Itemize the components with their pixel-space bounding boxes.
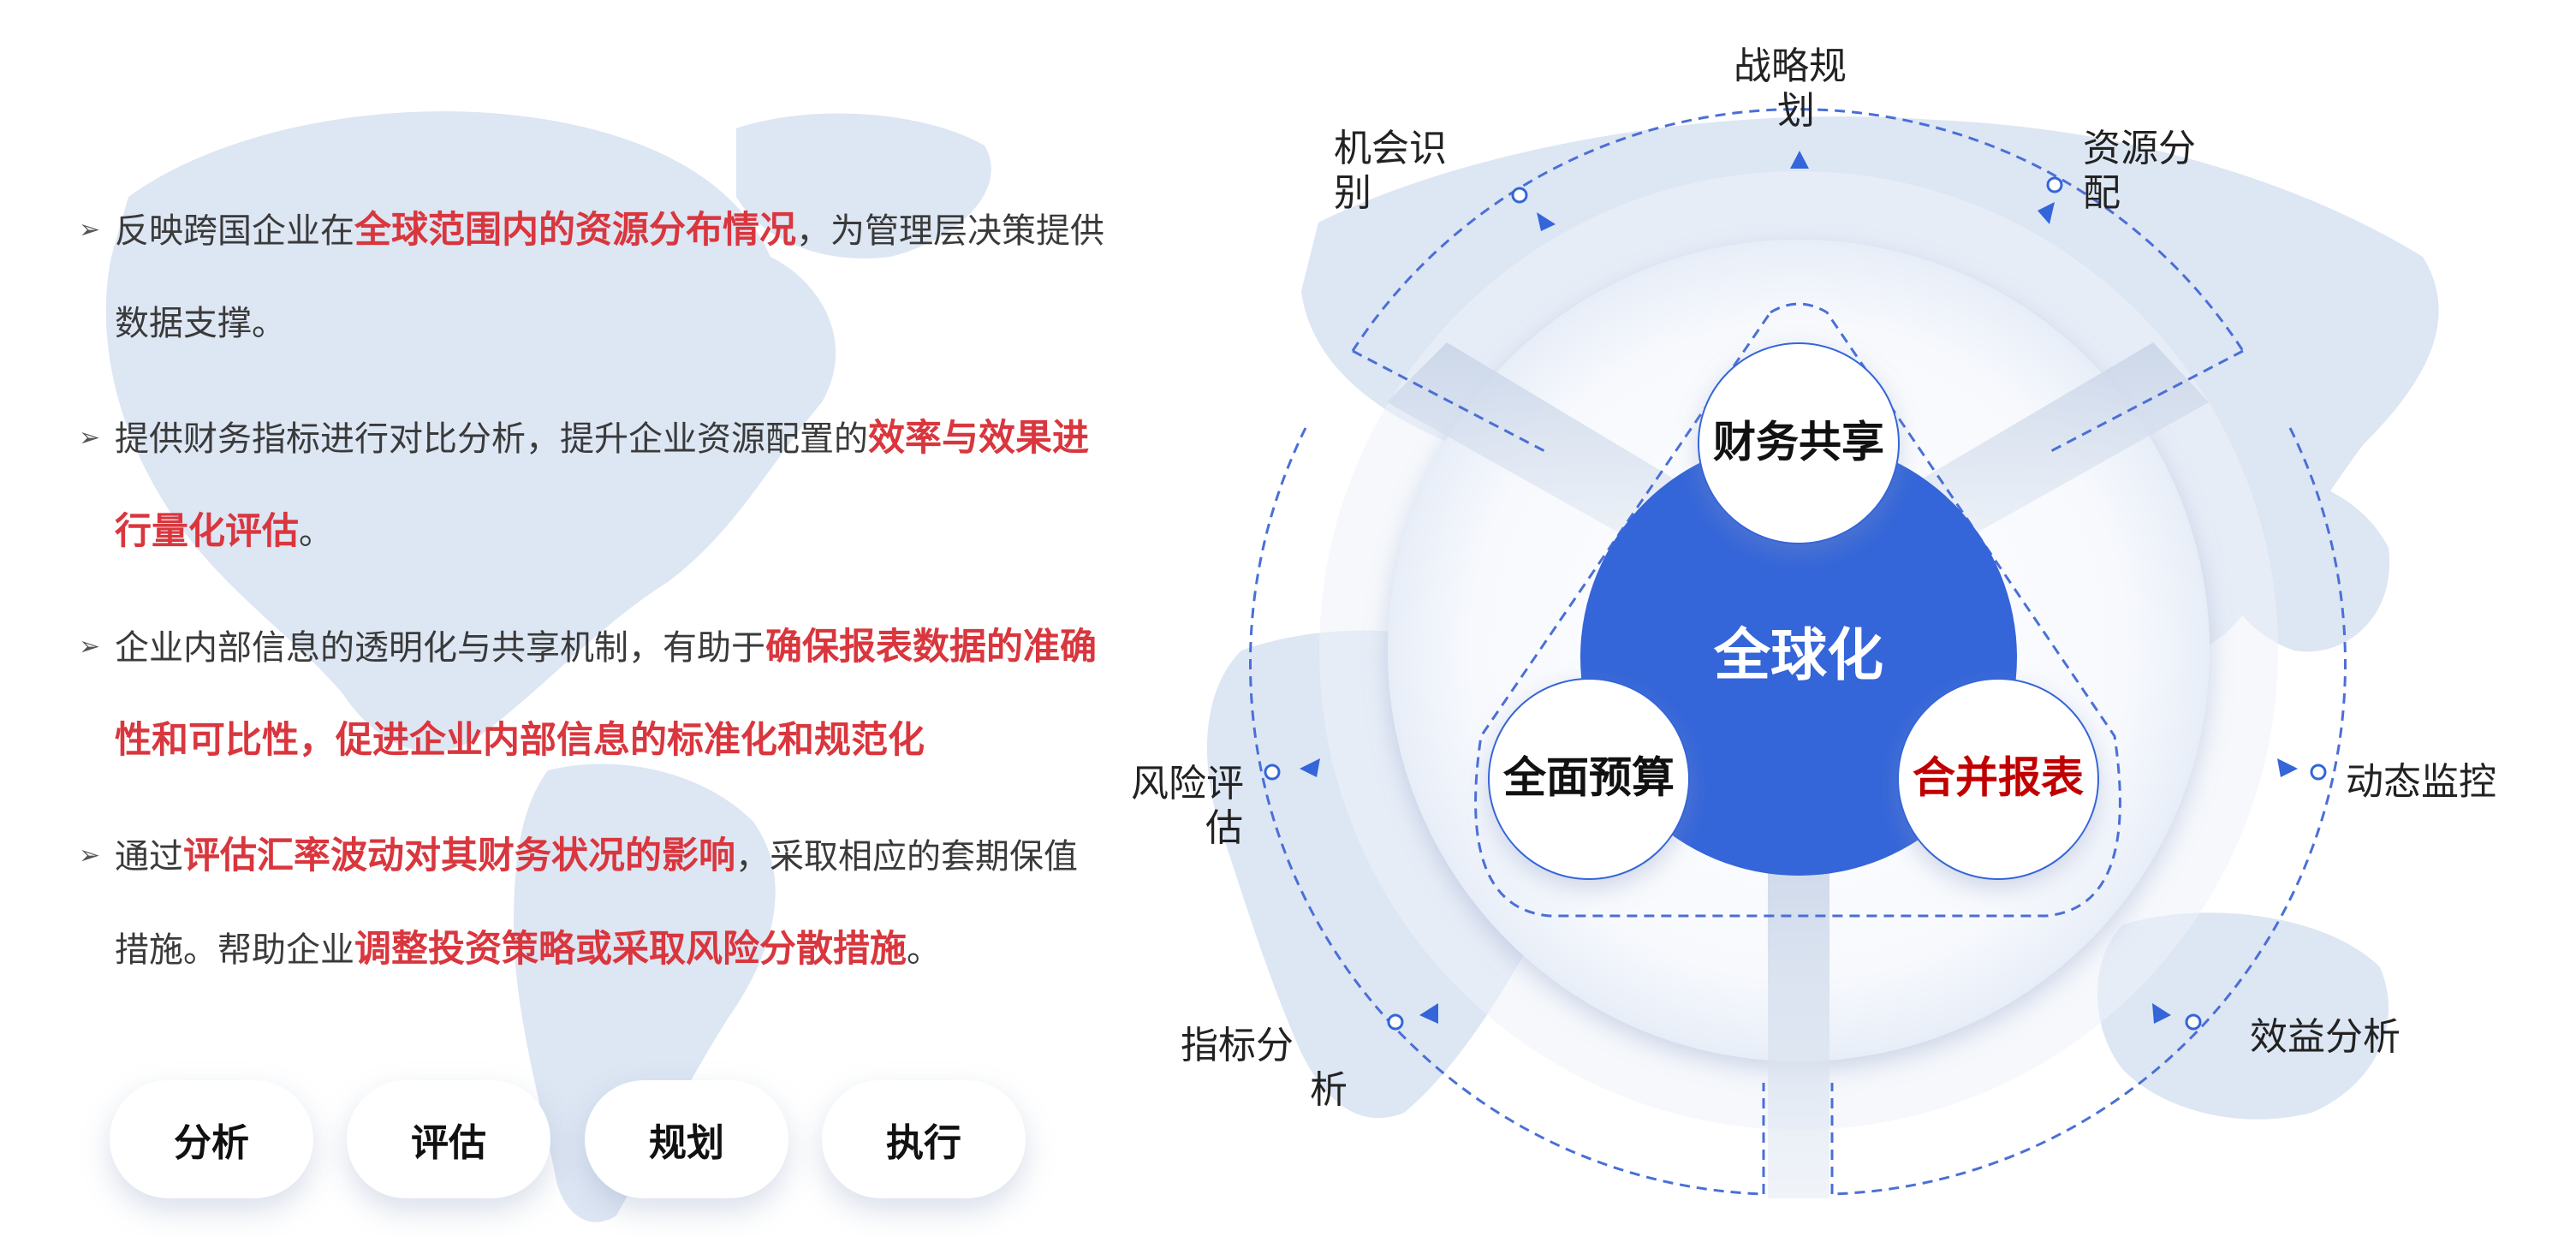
- arc-top-right-end: [2045, 349, 2244, 455]
- triangle-icon: [1300, 758, 1320, 777]
- triangle-icon: [1790, 151, 1809, 169]
- triangle-icon: [2277, 758, 2298, 777]
- spokes: [1387, 342, 2209, 1198]
- arc-right: [1831, 427, 2347, 1196]
- label-opportunity: 机会识 别: [1334, 127, 1459, 215]
- greenland-shape: [736, 113, 991, 258]
- triangle-icon: [2152, 1003, 2171, 1024]
- triangle-icon: [2038, 202, 2055, 224]
- bullet-list: ➢ 反映跨国企业在全球范围内的资源分布情况，为管理层决策提供数据支撑。 ➢ 提供…: [79, 184, 1106, 1019]
- top-node[interactable]: 财务共享: [1698, 342, 1900, 544]
- bullet-text: 企业内部信息的透明化与共享机制，有助于: [115, 628, 765, 668]
- spoke-left: [1387, 342, 1704, 556]
- dashed-triangle: [1474, 302, 2121, 918]
- arc-top-left-end: [1352, 349, 1550, 455]
- bullet-text: 通过: [115, 837, 183, 876]
- marker-dot: [1387, 1013, 1404, 1031]
- bullet-highlight: 评估汇率波动对其财务状况的影响: [183, 835, 735, 877]
- marker-dot: [2310, 764, 2327, 781]
- right-node-label: 合并报表: [1913, 753, 2084, 803]
- markers: [1264, 176, 2327, 1031]
- bullet-highlight: 全球范围内的资源分布情况: [354, 209, 796, 252]
- spoke-right: [1892, 342, 2209, 556]
- triangle-icon: [1537, 212, 1556, 231]
- arrow-right-icon: ➢: [79, 215, 101, 245]
- label-benefit: 效益分析: [2250, 1015, 2400, 1059]
- bullet-highlight: 确保报表数据的准确性和可比性，促进企业内部信息的标准化和规范化: [115, 626, 1097, 762]
- bullet-item: ➢ 企业内部信息的透明化与共享机制，有助于确保报表数据的准确性和可比性，促进企业…: [79, 601, 1106, 787]
- pill-execution[interactable]: 执行: [822, 1080, 1026, 1198]
- marker-dot: [1264, 764, 1281, 781]
- left-node[interactable]: 全面预算: [1488, 678, 1690, 880]
- pill-analysis[interactable]: 分析: [110, 1080, 313, 1198]
- label-monitor: 动态监控: [2346, 760, 2496, 804]
- bullet-text: ，采取相应的套期保值措施。帮助企业: [115, 837, 1078, 970]
- arrow-right-icon: ➢: [79, 841, 101, 871]
- bullet-item: ➢ 通过评估汇率波动对其财务状况的影响，采取相应的套期保值措施。帮助企业调整投资…: [79, 810, 1106, 996]
- label-indicator: 指标分 析: [1181, 1024, 1347, 1112]
- bullet-text: 。: [907, 930, 941, 970]
- label-strategy: 战略规 划: [1734, 45, 1859, 133]
- bullet-highlight: 效率与效果进行量化评估: [115, 417, 1089, 553]
- arrow-right-icon: ➢: [79, 632, 101, 662]
- bullet-item: ➢ 反映跨国企业在全球范围内的资源分布情况，为管理层决策提供数据支撑。: [79, 184, 1106, 370]
- marker-dot: [1511, 187, 1528, 204]
- bullet-highlight: 调整投资策略或采取风险分散措施: [354, 928, 907, 971]
- label-risk: 风险评 估: [1131, 762, 1256, 850]
- marker-dot: [2046, 176, 2063, 193]
- label-resource: 资源分 配: [2083, 127, 2208, 215]
- australia-shape: [2097, 912, 2389, 1120]
- marker-dot: [2185, 1013, 2202, 1031]
- arc-left: [1249, 427, 1764, 1196]
- dashed-ring: [1249, 108, 2347, 1196]
- bullet-item: ➢ 提供财务指标进行对比分析，提升企业资源配置的效率与效果进行量化评估。: [79, 392, 1106, 579]
- north-america-shape: [105, 111, 836, 752]
- left-node-label: 全面预算: [1502, 753, 1675, 803]
- bullet-text: 。: [299, 513, 333, 552]
- arrow-right-icon: ➢: [79, 423, 101, 453]
- pill-planning[interactable]: 规划: [585, 1080, 788, 1198]
- bullet-text: 提供财务指标进行对比分析，提升企业资源配置的: [115, 419, 868, 459]
- bullet-text: 反映跨国企业在: [115, 211, 354, 251]
- direction-arrows: [1300, 151, 2298, 1024]
- center-label: 全球化: [1713, 622, 1883, 688]
- globalization-diagram: 全球化 财务共享 全面预算 合并报表 战略规 划 机会识 别: [1131, 45, 2496, 1198]
- triangle-icon: [1419, 1003, 1438, 1024]
- arc-top: [1351, 108, 2245, 352]
- spoke-bottom: [1768, 856, 1829, 1198]
- bullet-text: ，为管理层决策提供数据支撑。: [115, 211, 1104, 343]
- south-america-shape: [514, 764, 776, 1222]
- right-node[interactable]: 合并报表: [1897, 678, 2099, 880]
- top-node-label: 财务共享: [1713, 418, 1884, 467]
- pill-evaluation[interactable]: 评估: [347, 1080, 550, 1198]
